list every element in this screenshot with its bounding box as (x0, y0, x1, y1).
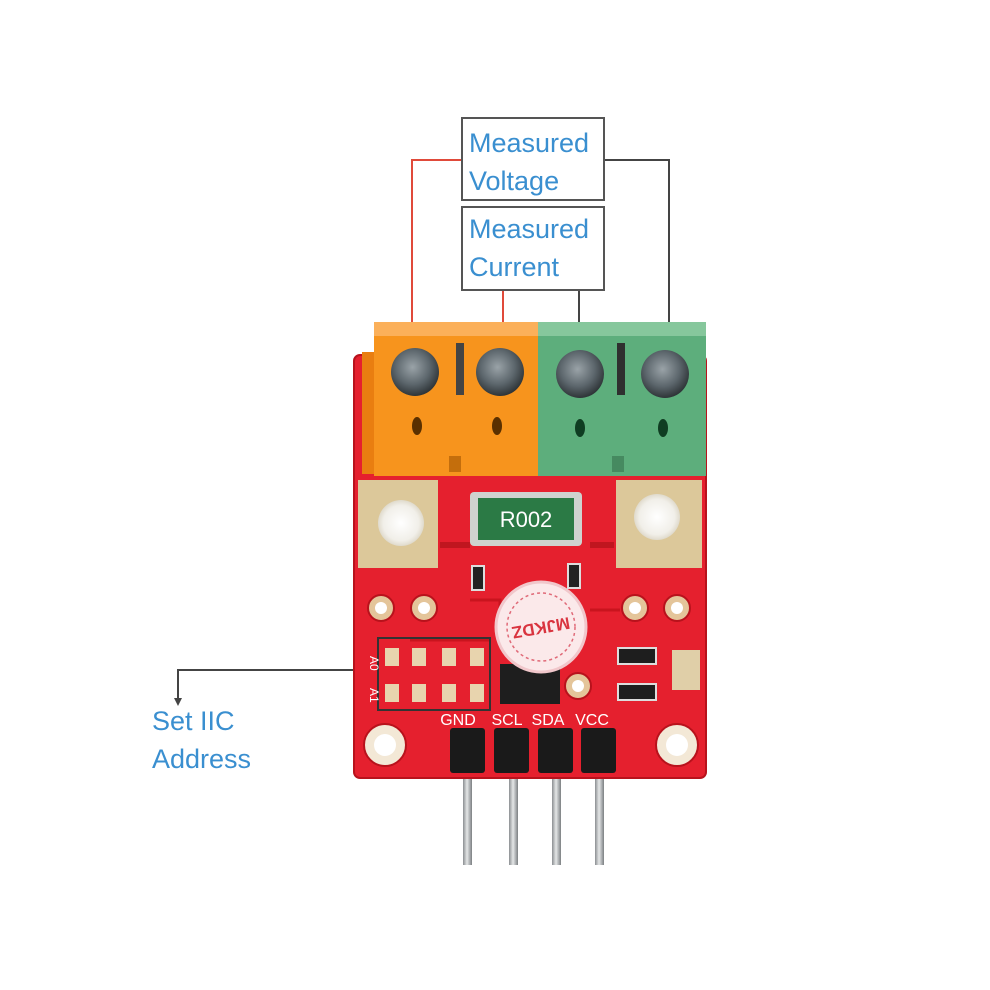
address-jumpers: A0 A1 (367, 637, 491, 711)
voltage-wire-dark (604, 159, 670, 350)
screw-voltage-minus (641, 350, 689, 398)
voltage-wire-red (411, 159, 462, 345)
smd-components (471, 563, 700, 704)
voltage-label-line2: Voltage (469, 166, 559, 196)
address-arrow-icon (174, 698, 182, 706)
pin-labels: GND SCL SDA VCC (440, 712, 609, 729)
pin-label-scl: SCL (491, 712, 522, 729)
current-label-box: Measured Current (461, 206, 605, 291)
address-label-line1: Set IIC (152, 706, 235, 736)
screw-current-out (556, 350, 604, 398)
resistor-marking: R002 (500, 507, 553, 532)
shunt-resistor: R002 (470, 492, 582, 546)
brand-sticker: MJKDZ (494, 580, 588, 674)
voltage-label-line1: Measured (469, 128, 589, 158)
address-wire (177, 669, 400, 700)
current-label-line2: Current (469, 252, 560, 282)
pin-label-gnd: GND (440, 712, 476, 729)
via-pads (363, 594, 699, 767)
address-label-line2: Address (152, 744, 251, 774)
terminal-block-orange (362, 322, 542, 476)
header-pins (463, 740, 604, 865)
jumper-label-a1: A1 (367, 688, 381, 703)
pin-header (450, 728, 616, 773)
address-label: Set IIC Address (152, 706, 251, 774)
screw-voltage-plus (391, 348, 439, 396)
jumper-label-a0: A0 (367, 656, 381, 671)
pin-label-vcc: VCC (575, 712, 609, 729)
screw-current-in (476, 348, 524, 396)
voltage-label-box: Measured Voltage (461, 117, 605, 201)
terminal-block-green (538, 322, 706, 476)
current-label-line1: Measured (469, 214, 589, 244)
pin-label-sda: SDA (532, 712, 565, 729)
leader-lines (177, 159, 670, 700)
